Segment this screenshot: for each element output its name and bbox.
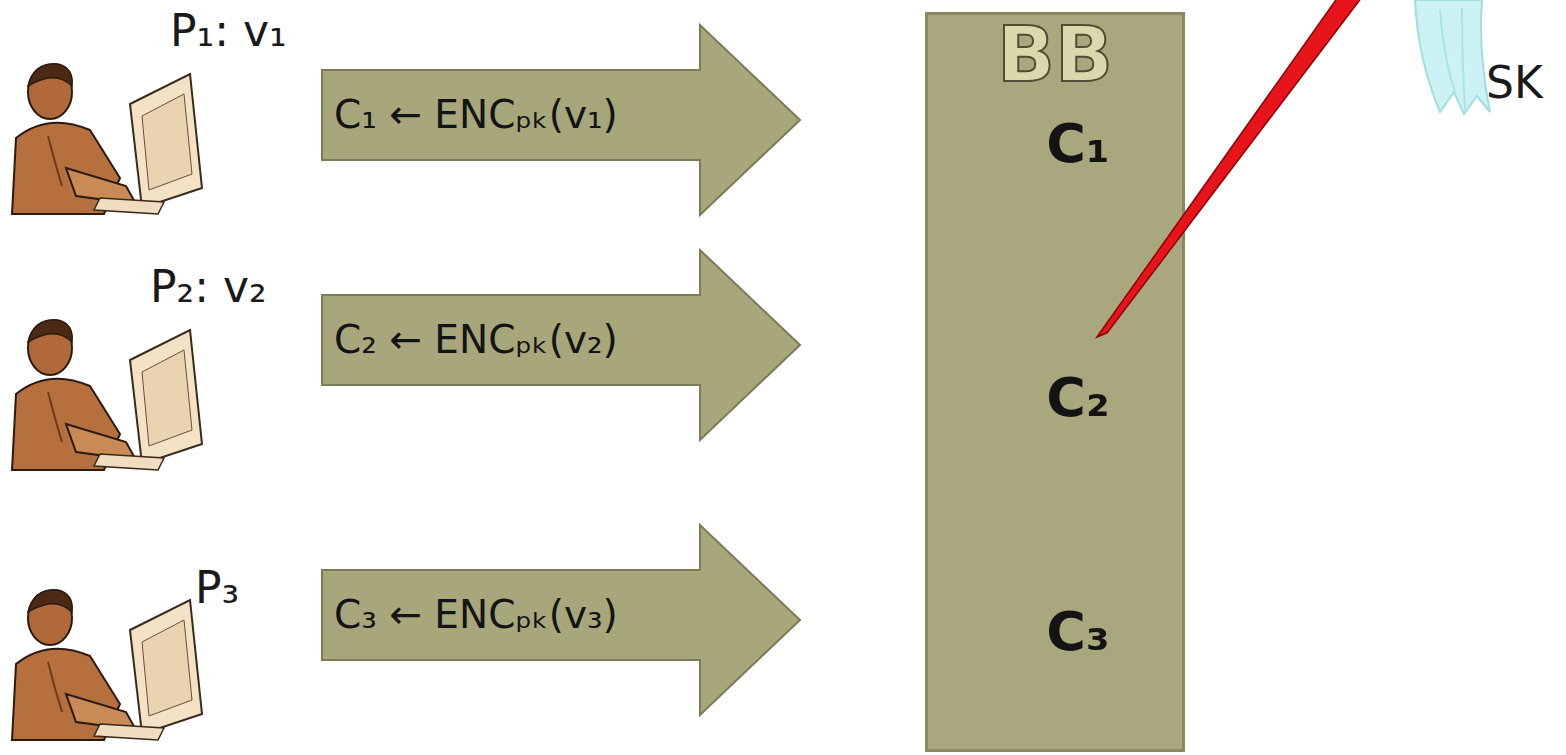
voter-label: P₁: v₁	[170, 6, 287, 57]
ciphertext-entry: C₁	[1046, 113, 1109, 175]
arrow-shape	[322, 250, 800, 440]
board-heading: BB	[997, 17, 1113, 93]
key-label: SK	[1486, 58, 1543, 109]
voter-figure	[12, 320, 202, 470]
block-arrow: C₂ ← ENCₚₖ(v₂)	[322, 250, 800, 440]
arrow-shape	[322, 525, 800, 715]
block-arrow: C₃ ← ENCₚₖ(v₃)	[322, 525, 800, 715]
voter-figure	[12, 590, 202, 740]
arrow-shape	[322, 25, 800, 215]
ciphertext-entry: C₂	[1046, 367, 1109, 429]
voter-figure	[12, 64, 202, 214]
encryption-step: C₁ ← ENCₚₖ(v₁)	[334, 93, 618, 138]
encryption-step: C₂ ← ENCₚₖ(v₂)	[334, 318, 618, 363]
encryption-step: C₃ ← ENCₚₖ(v₃)	[334, 593, 618, 638]
bulletin-board: BB C₁ C₂ C₃	[925, 12, 1185, 752]
block-arrow: C₁ ← ENCₚₖ(v₁)	[322, 25, 800, 215]
voter-label: P₂: v₂	[150, 262, 267, 313]
voter-label: P₃	[195, 563, 239, 614]
key-holder-figure	[1415, 0, 1490, 114]
ciphertext-entry: C₃	[1046, 601, 1109, 663]
